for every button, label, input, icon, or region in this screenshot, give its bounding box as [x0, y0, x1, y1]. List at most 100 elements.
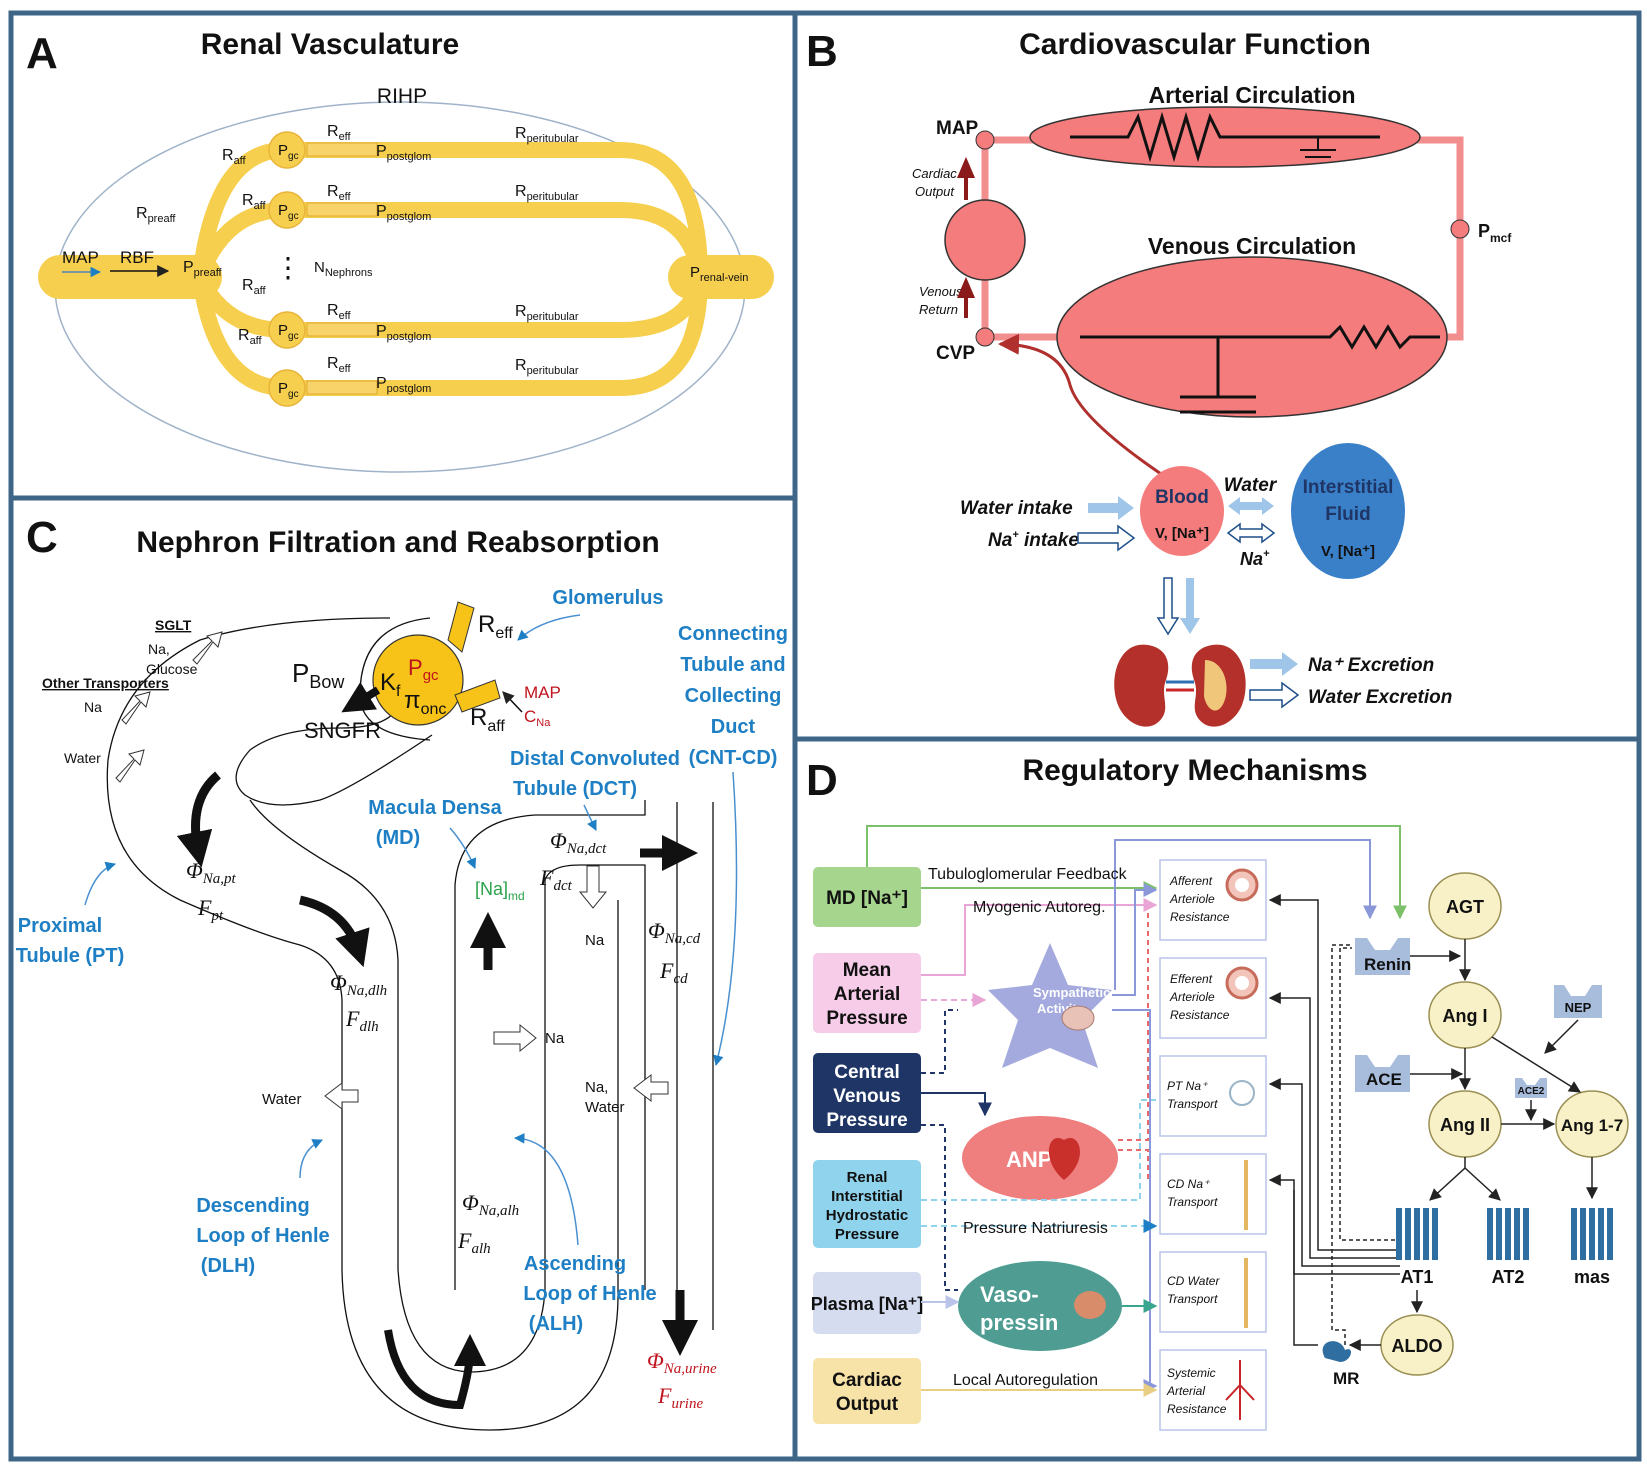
input-plasma-na-label: Plasma [Na⁺]	[811, 1294, 924, 1314]
f-dct: Fdct	[539, 865, 573, 894]
glomerulus-circle	[372, 634, 464, 726]
p-preaff-label: Ppreaff	[183, 259, 223, 279]
pt-pointer	[84, 861, 117, 906]
afferent-arteriole	[454, 679, 501, 713]
input-cvp-label-2: Venous	[833, 1086, 901, 1107]
cvp-label: CVP	[936, 343, 975, 364]
pmcf-node	[1450, 219, 1470, 239]
svg-text:Return: Return	[919, 302, 958, 317]
cnt-cd-label-1: Connecting	[678, 623, 788, 645]
myogenic-label: Myogenic Autoreg.	[973, 899, 1106, 916]
cd-na-water-2: Water	[585, 1099, 624, 1116]
efferent-arteriole	[447, 601, 475, 653]
rihp-label: RIHP	[377, 85, 427, 108]
water-excretion-down-arrow	[1180, 578, 1200, 634]
r-eff-4: Reff	[327, 355, 352, 375]
phi-na-urine: ΦNa,urine	[647, 1348, 717, 1377]
svg-text:Arteriole: Arteriole	[1169, 990, 1215, 1004]
target-boxes	[1159, 859, 1267, 1431]
p-gc-3: Pgc	[278, 322, 299, 342]
cnt-cd-label-3: Collecting	[685, 685, 782, 707]
renin-label: Renin	[1364, 955, 1411, 974]
md-label-1: Macula Densa	[368, 797, 502, 819]
ang1-label: Ang I	[1443, 1006, 1488, 1026]
na-excretion-label: Na⁺ Excretion	[1308, 655, 1434, 676]
r-peritubular-2: Rperitubular	[515, 183, 579, 203]
p-bow-label: PBow	[292, 658, 345, 692]
svg-text:Output: Output	[915, 184, 955, 199]
svg-text:Transport: Transport	[1167, 1195, 1218, 1209]
blood-to-cvp-arrow	[997, 333, 1171, 482]
n-nephrons-label: NNephrons	[314, 259, 373, 279]
alh-na-arrow	[493, 1023, 537, 1053]
input-co-label-2: Output	[836, 1394, 899, 1415]
sglt-arrow	[192, 631, 223, 665]
pi-onc-label: πonc	[404, 687, 446, 718]
mas-receptor-icon	[1571, 1208, 1613, 1260]
anp-label: ANP	[1006, 1147, 1052, 1172]
phi-na-dct: ΦNa,dct	[550, 828, 607, 857]
vasopressin-label-2: pressin	[980, 1310, 1058, 1335]
ace-shape	[1355, 1055, 1410, 1092]
r-aff-4: Raff	[238, 327, 263, 347]
cnt-cd-label-2: Tubule and	[680, 654, 785, 676]
water-excretion-arrow	[1249, 681, 1300, 709]
na-intake-label: Na+ intake	[988, 529, 1079, 551]
venous-return-label: Venous Return	[919, 284, 963, 317]
glomerulus-nodes	[268, 131, 306, 407]
isf-sub: V, [Na⁺]	[1321, 543, 1375, 560]
cvp-node	[975, 327, 995, 347]
blood-sub: V, [Na⁺]	[1155, 525, 1209, 542]
input-rihp	[813, 1160, 921, 1248]
alh-label-2: Loop of Henle	[523, 1283, 656, 1305]
efferent-tubes	[306, 142, 378, 395]
vertical-dots: ⋮	[274, 252, 302, 283]
input-co-label-1: Cardiac	[832, 1370, 902, 1391]
input-cardiac-output	[813, 1358, 921, 1424]
other-transporters-label: Other Transporters	[42, 675, 169, 691]
isf-ellipse	[1291, 443, 1405, 579]
arterial-resistor	[1070, 111, 1380, 163]
input-cvp	[813, 1053, 921, 1133]
p-renal-vein-label: Prenal-vein	[690, 264, 748, 284]
map-cna-arrow	[502, 691, 523, 713]
panel-a: A Renal Vasculature RIHP	[26, 28, 774, 473]
input-rihp-label-2: Interstitial	[831, 1188, 903, 1205]
local-autoreg-label: Local Autoregulation	[953, 1372, 1098, 1389]
venous-capacitor	[1180, 337, 1256, 414]
cd-na-water-1: Na,	[585, 1079, 608, 1096]
svg-text:Resistance: Resistance	[1170, 1008, 1230, 1022]
panel-c-title: Nephron Filtration and Reabsorption	[136, 526, 659, 559]
map-label-a: MAP	[62, 248, 99, 267]
mr-label: MR	[1333, 1369, 1359, 1388]
rbf-label: RBF	[120, 248, 154, 267]
cnt-cd-label-4: Duct	[711, 716, 756, 738]
sngfr-label: SNGFR	[304, 718, 381, 743]
signal-lines	[866, 825, 1407, 1397]
at1-label: AT1	[1401, 1267, 1434, 1287]
cnt-cd-label-5: (CNT-CD)	[689, 747, 778, 769]
anp-ellipse	[962, 1116, 1118, 1200]
cd-out-arrow	[633, 1073, 669, 1103]
target-icons	[1225, 868, 1259, 1420]
cardiac-output-arrow	[956, 156, 976, 200]
r-peritubular-1: Rperitubular	[515, 125, 579, 145]
svg-text:CD Na⁺: CD Na⁺	[1167, 1177, 1211, 1191]
panel-b-title: Cardiovascular Function	[1019, 28, 1371, 61]
panel-d-letter: D	[806, 756, 838, 805]
r-aff-3: Raff	[242, 277, 267, 297]
r-peritubular-4: Rperitubular	[515, 357, 579, 377]
water-exchange-arrow	[1228, 497, 1274, 515]
input-map-label-1: Mean	[843, 960, 892, 981]
dlh-label-1: Descending	[196, 1195, 309, 1217]
input-cvp-label-3: Pressure	[826, 1110, 907, 1131]
svg-text:Arteriole: Arteriole	[1169, 892, 1215, 906]
input-map-label-2: Arterial	[834, 984, 901, 1005]
phi-na-dlh: ΦNa,dlh	[330, 970, 387, 999]
input-map	[813, 953, 921, 1033]
p-postglom-3: Ppostglom	[376, 323, 431, 343]
dlh-water-label: Water	[262, 1091, 301, 1108]
target-labels: Afferent Arteriole Resistance Efferent A…	[1166, 874, 1230, 1416]
loop-bottom-arrow	[384, 1329, 486, 1410]
panel-a-letter: A	[26, 29, 58, 78]
